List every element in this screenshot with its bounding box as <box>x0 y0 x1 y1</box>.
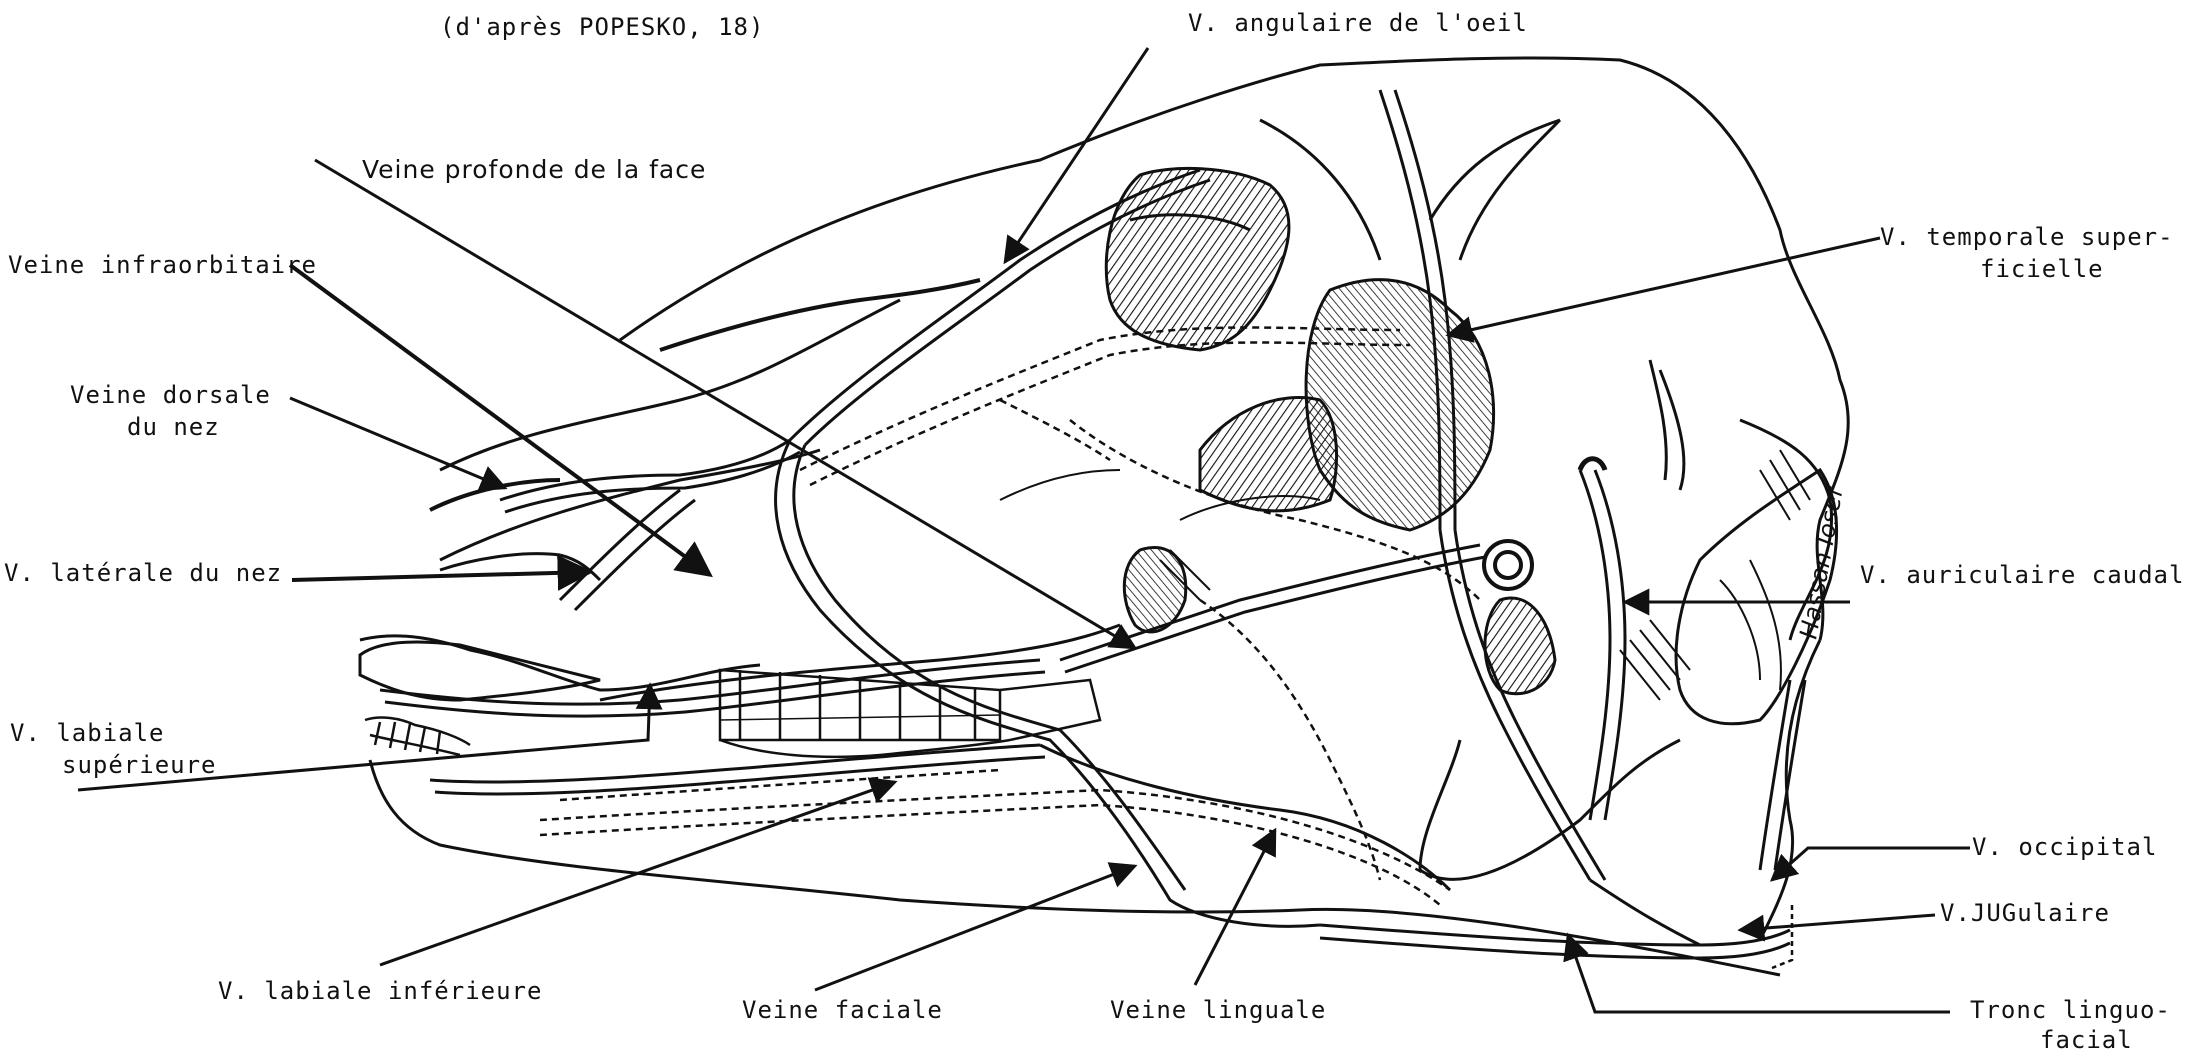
label-linguofacial-trunk-l1: Tronc linguo- <box>1970 995 2171 1025</box>
label-dorsal-nose-l1: Veine dorsale <box>70 380 271 410</box>
cranium-marks <box>430 280 1684 510</box>
label-lateral-nose-vein: V. latérale du nez <box>4 558 282 588</box>
veins <box>380 90 1805 958</box>
vein-dorsal-nose <box>500 440 790 500</box>
leader-linguale <box>1195 830 1275 985</box>
label-superficial-temporal-l1: V. temporale super- <box>1880 222 2174 252</box>
label-lower-labial-vein: V. labiale inférieure <box>218 976 542 1006</box>
label-lingual-vein: Veine linguale <box>1110 995 1326 1025</box>
label-occipital-vein: V. occipital <box>1972 832 2157 862</box>
leader-faciale <box>815 866 1135 990</box>
leader-laterale <box>292 572 590 580</box>
vein-caudal-auricular <box>1580 470 1610 820</box>
nasal-bone <box>440 450 820 560</box>
artist-signature: Hassan Iosef <box>1794 482 1849 641</box>
vein-facial <box>776 440 1320 926</box>
label-angular-vein: V. angulaire de l'oeil <box>1188 8 1528 38</box>
auditory-meatus <box>1484 541 1532 589</box>
skull-outline <box>360 58 1848 975</box>
leader-tronc <box>1568 935 1950 1012</box>
vein-deep-face <box>1060 545 1480 660</box>
leader-temporale <box>1448 238 1880 335</box>
label-upper-labial-l1: V. labiale <box>10 718 165 748</box>
incisors <box>365 718 470 755</box>
label-superficial-temporal-l2: ficielle <box>1980 254 2104 284</box>
leader-dorsale <box>290 398 505 488</box>
vein-lingual-outer <box>1040 745 1450 890</box>
label-linguofacial-trunk-l2: facial <box>2040 1025 2133 1055</box>
leader-infraorbitaire <box>290 265 710 575</box>
teeth-row <box>720 670 1100 757</box>
label-caudal-auricular-vein: V. auriculaire caudal <box>1860 560 2184 590</box>
label-dorsal-nose-l2: du nez <box>127 412 220 442</box>
label-infraorbital-vein: Veine infraorbitaire <box>8 250 317 280</box>
label-upper-labial-l2: supérieure <box>62 750 217 780</box>
leader-occipital <box>1772 848 1970 880</box>
leader-lines <box>78 48 1970 1012</box>
label-deep-face-vein: Veine profonde de la face <box>362 155 706 185</box>
premaxilla <box>360 636 760 690</box>
label-jugular-vein: V.JUGulaire <box>1940 898 2110 928</box>
label-facial-vein: Veine faciale <box>742 995 943 1025</box>
leader-labiale-inf <box>380 782 895 965</box>
snout-dorsum <box>440 300 900 470</box>
vein-linguofacial-trunk <box>1590 880 1700 945</box>
credit-text: (d'après POPESKO, 18) <box>440 12 764 42</box>
